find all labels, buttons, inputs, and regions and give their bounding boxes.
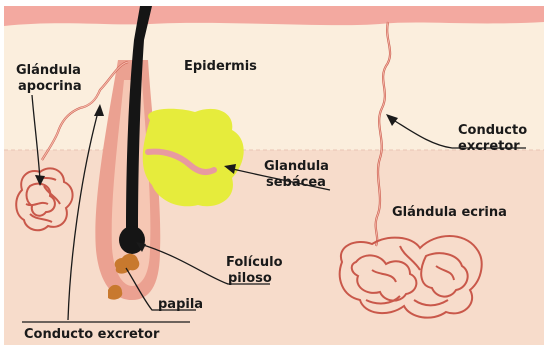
epidermis-surface-band	[4, 6, 544, 26]
label-conducto-excretor-bottom: Conducto excretor	[24, 327, 160, 342]
label-foliculo-piloso-1: Folículo	[226, 255, 283, 270]
label-glandula-ecrina: Glándula ecrina	[392, 205, 507, 220]
label-glandula-sebacea-2: sebácea	[266, 175, 326, 190]
sebaceous-gland	[143, 109, 244, 207]
papilla-base	[108, 285, 122, 300]
label-glandula-sebacea-1: Glandula	[264, 159, 329, 174]
label-glandula-apocrina-2: apocrina	[18, 79, 82, 94]
label-glandula-apocrina-1: Glándula	[16, 63, 81, 78]
label-epidermis: Epidermis	[184, 59, 257, 74]
label-conducto-right-2: excretor	[458, 139, 520, 154]
label-papila: papila	[158, 297, 203, 312]
label-foliculo-piloso-2: piloso	[228, 271, 272, 286]
label-conducto-right-1: Conducto	[458, 123, 527, 138]
